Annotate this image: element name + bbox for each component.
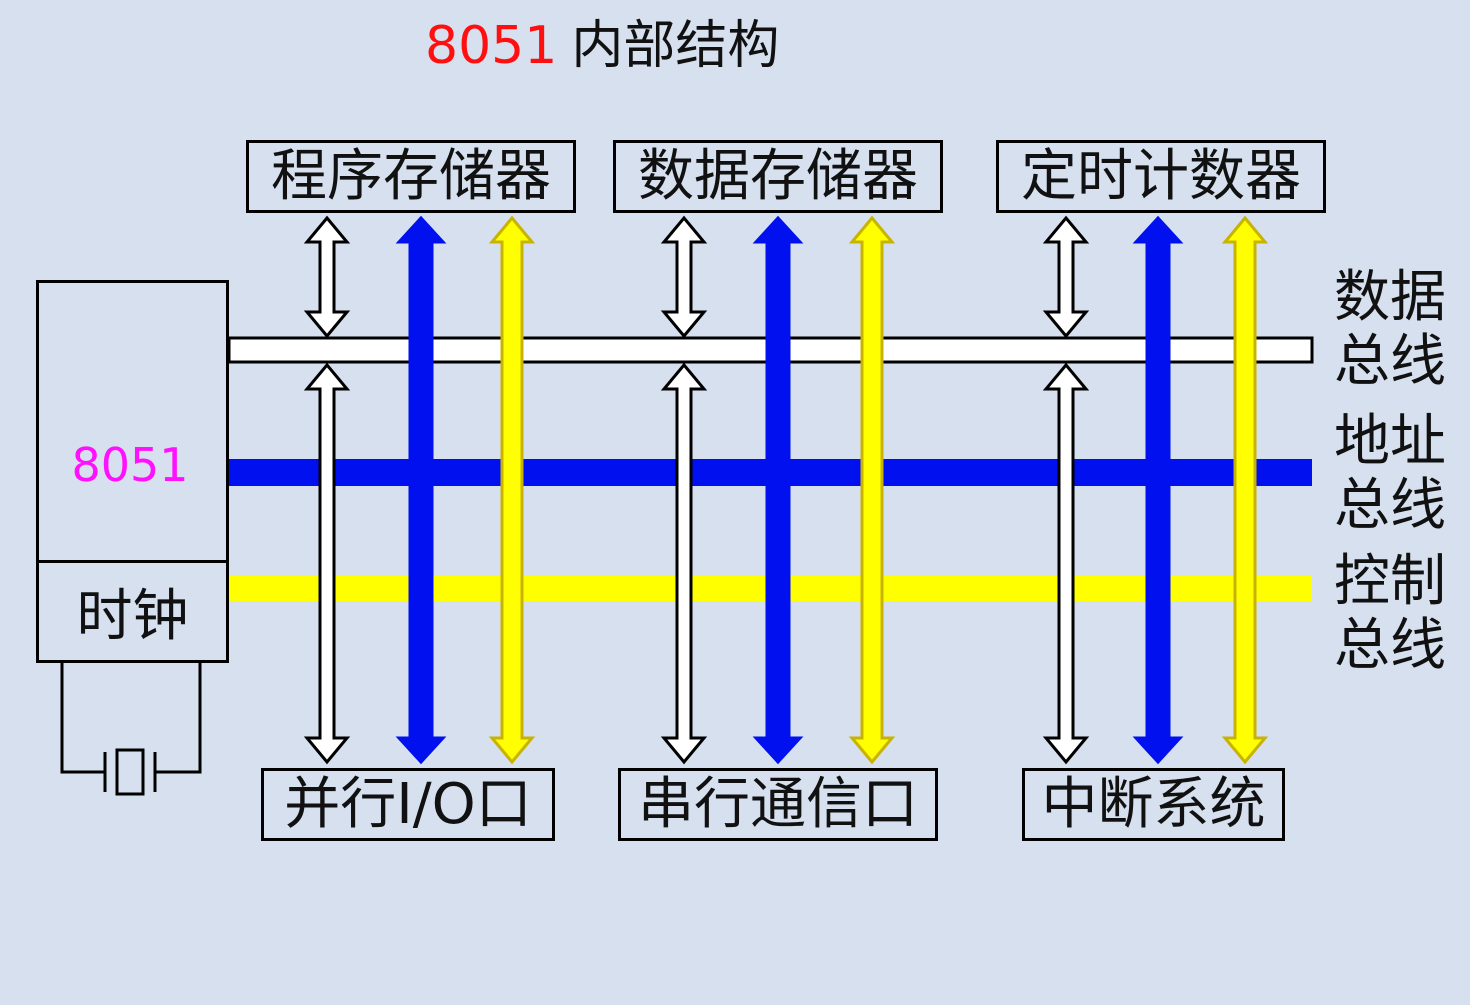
timer-counter-box: 定时计数器 <box>996 140 1326 213</box>
control-bus-label-line1: 控制 <box>1334 549 1446 614</box>
cpu-label: 8051 <box>71 438 189 492</box>
timer-counter-control-bus-arrow <box>1221 215 1269 765</box>
interrupt-system-data-bus-arrow <box>1042 362 1090 765</box>
serial-port-data-bus-arrow <box>660 362 708 765</box>
parallel-io-box: 并行I/O口 <box>261 768 555 841</box>
title-text: 内部结构 <box>571 16 780 76</box>
timer-counter-data-bus-arrow <box>1042 215 1090 339</box>
program-memory-control-bus-arrow <box>488 215 536 765</box>
data-memory-control-bus-arrow <box>848 215 896 765</box>
interrupt-system-box: 中断系统 <box>1022 768 1285 841</box>
control-bus-label: 控制 总线 <box>1334 550 1464 678</box>
crystal-oscillator-circuit <box>60 663 202 796</box>
address-bus-label: 地址 总线 <box>1334 410 1464 538</box>
address-bus-label-line1: 地址 <box>1334 409 1446 474</box>
parallel-io-data-bus-arrow <box>303 362 351 765</box>
data-memory-data-bus-arrow <box>660 215 708 339</box>
data-bus-label: 数据 总线 <box>1334 266 1464 394</box>
cpu-block <box>36 280 229 663</box>
program-memory-data-bus-arrow <box>303 215 351 339</box>
data-bus-label-line2: 总线 <box>1334 329 1446 394</box>
address-bus-label-line2: 总线 <box>1334 473 1446 538</box>
program-memory-address-bus-arrow <box>395 215 447 765</box>
data-memory-box: 数据存储器 <box>613 140 943 213</box>
timer-counter-address-bus-arrow <box>1132 215 1184 765</box>
control-bus-label-line2: 总线 <box>1334 613 1446 678</box>
title-chip-name: 8051 <box>425 16 558 76</box>
data-bus-label-line1: 数据 <box>1334 265 1446 330</box>
serial-port-box: 串行通信口 <box>618 768 938 841</box>
clock-label: 时钟 <box>76 584 189 649</box>
cpu-clock-divider <box>39 560 226 563</box>
program-memory-box: 程序存储器 <box>246 140 576 213</box>
data-memory-address-bus-arrow <box>752 215 804 765</box>
